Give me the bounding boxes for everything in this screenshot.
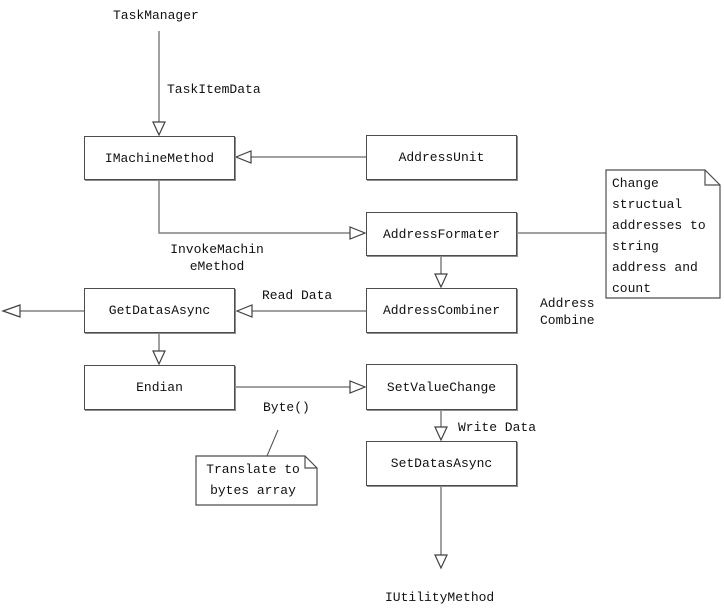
- arrowhead-down-setdatasasync: [434, 426, 448, 442]
- edge-label-invokemachinemethod: InvokeMachin eMethod: [170, 242, 264, 274]
- arrowhead-down-addresscombiner: [434, 273, 448, 289]
- node-addressformater: AddressFormater: [366, 212, 517, 256]
- node-addresscombiner: AddressCombiner: [366, 288, 517, 333]
- edge-label-addresscombine: Address Combine: [540, 296, 595, 328]
- note-change-structural: Change structual addresses to string add…: [612, 176, 706, 296]
- arrowhead-left-out: [1, 304, 21, 318]
- arrowhead-down-endian: [152, 350, 166, 366]
- note-translate-bytes: Translate to bytes array: [206, 462, 300, 498]
- arrowhead-left-imachinemethod: [234, 150, 252, 164]
- edge-label-writedata: Write Data: [458, 420, 537, 435]
- note-fold-translate-bytes: [304, 456, 317, 469]
- label-iutilitymethod: IUtilityMethod: [385, 590, 495, 605]
- node-addressunit: AddressUnit: [366, 135, 517, 180]
- note-shape-translate-bytes: [195, 455, 318, 506]
- edge-label-byte: Byte(): [263, 400, 310, 415]
- note-shape-change-structural: [605, 169, 721, 299]
- label-taskmanager: TaskManager: [113, 8, 199, 23]
- edge-imachinemethod-addressformater: [158, 180, 350, 234]
- edge-label-readdata: Read Data: [262, 288, 333, 303]
- note-leader-line: [266, 429, 279, 457]
- edge-label-taskitemdata: TaskItemData: [167, 82, 261, 97]
- arrowhead-down-iutilitymethod: [434, 554, 448, 570]
- arrowhead-right-addressformater: [349, 226, 367, 240]
- arrowhead-left-getdatasasync: [235, 304, 253, 318]
- node-setdatasasync: SetDatasAsync: [366, 441, 517, 486]
- node-setvaluechange: SetValueChange: [366, 364, 517, 410]
- node-getdatasasync: GetDatasAsync: [84, 288, 235, 333]
- note-fold-change-structural: [704, 170, 720, 186]
- node-endian: Endian: [84, 365, 235, 410]
- arrowhead-down-imachinemethod: [152, 121, 166, 137]
- arrowhead-right-setvaluechange: [349, 380, 367, 394]
- node-imachinemethod: IMachineMethod: [84, 136, 235, 180]
